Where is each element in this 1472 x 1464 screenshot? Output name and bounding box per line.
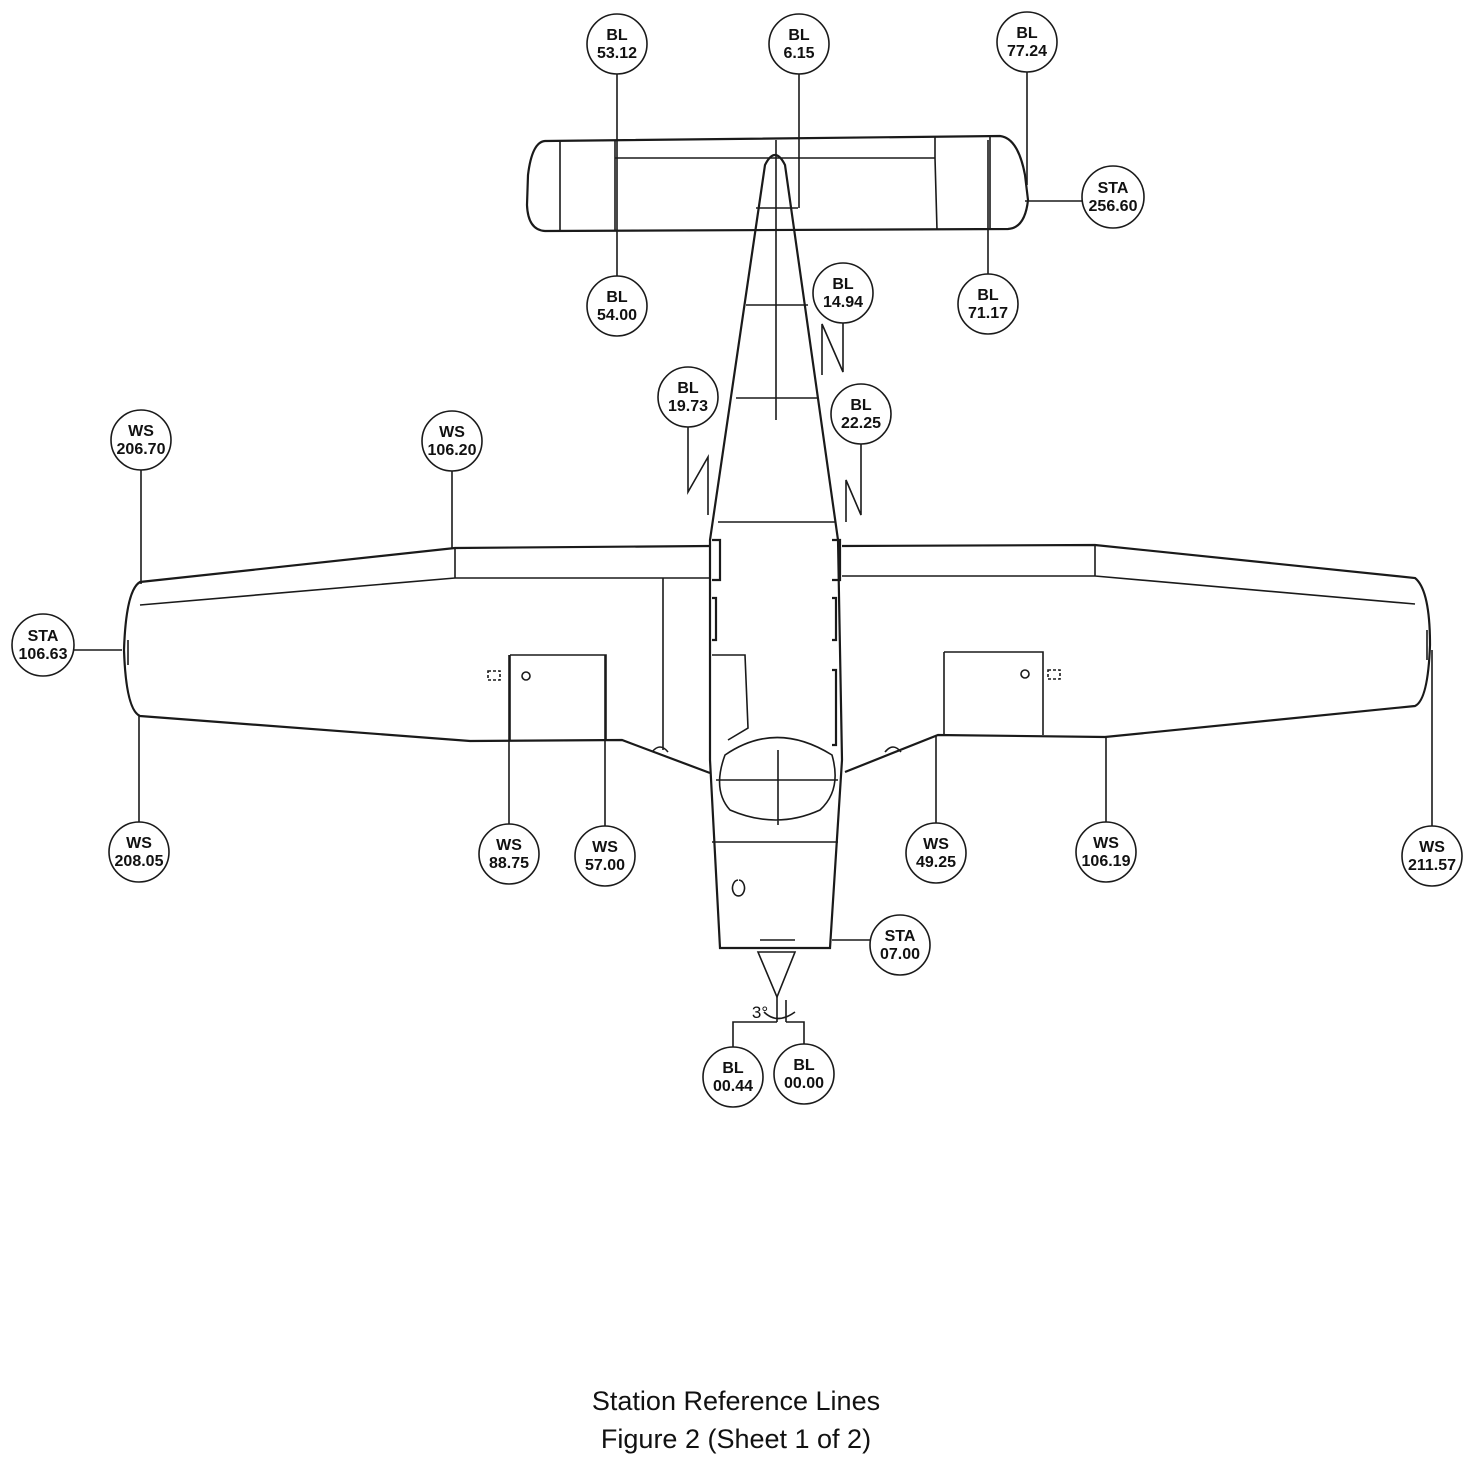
svg-text:88.75: 88.75 — [489, 855, 529, 872]
svg-text:19.73: 19.73 — [668, 398, 708, 415]
svg-text:77.24: 77.24 — [1007, 43, 1047, 60]
angle-label: 3° — [752, 1003, 768, 1022]
svg-text:WS: WS — [126, 835, 152, 852]
spinner — [756, 951, 797, 1000]
svg-text:49.25: 49.25 — [916, 854, 956, 871]
svg-text:BL: BL — [722, 1060, 744, 1077]
svg-text:STA: STA — [1098, 180, 1129, 197]
caption-figure: Figure 2 (Sheet 1 of 2) — [600, 1424, 872, 1454]
svg-text:00.44: 00.44 — [713, 1078, 753, 1095]
leader-lines — [73, 72, 1433, 1047]
svg-text:6.15: 6.15 — [783, 45, 814, 62]
svg-text:BL: BL — [832, 276, 854, 293]
svg-text:BL: BL — [850, 397, 872, 414]
svg-text:211.57: 211.57 — [1408, 857, 1456, 874]
svg-text:WS: WS — [496, 837, 522, 854]
svg-text:BL: BL — [1016, 25, 1038, 42]
svg-text:106.20: 106.20 — [428, 442, 477, 459]
svg-text:WS: WS — [923, 836, 949, 853]
svg-text:STA: STA — [28, 628, 59, 645]
svg-text:53.12: 53.12 — [597, 45, 637, 62]
fuselage — [708, 153, 844, 950]
svg-text:57.00: 57.00 — [585, 857, 625, 874]
right-wing — [841, 543, 1432, 774]
svg-text:14.94: 14.94 — [823, 294, 863, 311]
caption-title: Station Reference Lines — [591, 1386, 881, 1416]
svg-text:WS: WS — [1419, 839, 1445, 856]
svg-text:54.00: 54.00 — [597, 307, 637, 324]
svg-text:BL: BL — [788, 27, 810, 44]
horizontal-stabilizer — [525, 134, 1030, 233]
svg-text:WS: WS — [439, 424, 465, 441]
svg-text:07.00: 07.00 — [880, 946, 920, 963]
svg-text:WS: WS — [592, 839, 618, 856]
svg-text:WS: WS — [1093, 835, 1119, 852]
svg-text:71.17: 71.17 — [968, 305, 1008, 322]
callout-bl-6-15: BL6.15 — [768, 13, 830, 75]
svg-text:106.19: 106.19 — [1082, 853, 1131, 870]
svg-text:BL: BL — [606, 289, 628, 306]
svg-text:00.00: 00.00 — [784, 1075, 824, 1092]
svg-text:22.25: 22.25 — [841, 415, 881, 432]
svg-text:BL: BL — [606, 27, 628, 44]
svg-text:206.70: 206.70 — [117, 441, 166, 458]
svg-text:208.05: 208.05 — [115, 853, 164, 870]
svg-text:BL: BL — [977, 287, 999, 304]
svg-text:WS: WS — [128, 423, 154, 440]
svg-text:BL: BL — [677, 380, 699, 397]
aircraft-top-view — [122, 134, 1432, 1022]
svg-text:BL: BL — [793, 1057, 815, 1074]
svg-text:106.63: 106.63 — [19, 646, 68, 663]
svg-text:STA: STA — [885, 928, 916, 945]
svg-text:256.60: 256.60 — [1089, 198, 1138, 215]
left-wing — [122, 544, 711, 775]
